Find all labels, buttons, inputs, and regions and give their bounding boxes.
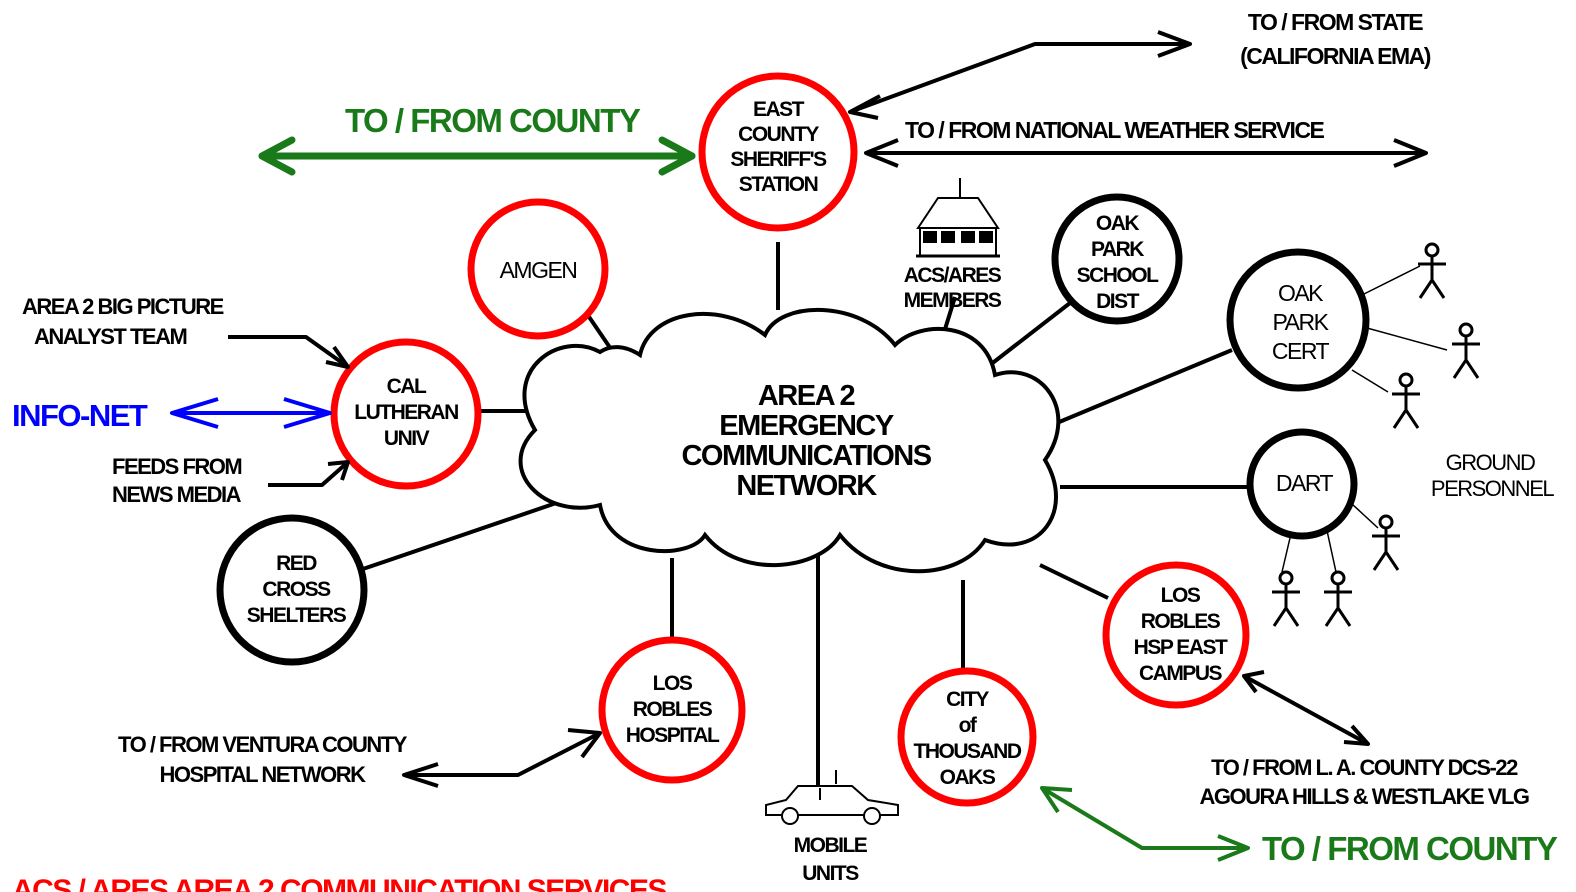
- node-label: STATION: [739, 173, 818, 196]
- node-label: DIST: [1096, 290, 1140, 313]
- network-title-line: COMMUNICATIONS: [681, 440, 931, 472]
- stick-figure-icon: [1418, 242, 1446, 299]
- node-label: SHELTERS: [247, 604, 347, 627]
- nws-arrow: [864, 138, 1428, 168]
- node-label: DART: [1276, 470, 1334, 496]
- node-city-thousand-oaks: CITY of THOUSAND OAKS: [897, 667, 1037, 807]
- county-label-bottom: TO / FROM COUNTY: [1262, 830, 1558, 867]
- news-media-label: NEWS MEDIA: [112, 482, 242, 507]
- node-label: CERT: [1272, 338, 1330, 364]
- ground-personnel-label: PERSONNEL: [1431, 476, 1554, 501]
- node-label: OAK: [1096, 212, 1140, 235]
- big-picture-label: AREA 2 BIG PICTURE: [22, 294, 224, 319]
- news-media-label: FEEDS FROM: [112, 454, 241, 479]
- node-red-cross: RED CROSS SHELTERS: [216, 514, 368, 666]
- node-label: HOSPITAL: [626, 724, 720, 747]
- county-arrow-bottom: [1040, 786, 1250, 862]
- stick-figure-icon: [1392, 372, 1420, 429]
- big-picture-label: ANALYST TEAM: [34, 324, 186, 349]
- network-title-line: EMERGENCY: [719, 410, 894, 442]
- node-label: AMGEN: [500, 257, 577, 283]
- info-net-arrow: [170, 397, 332, 429]
- ventura-arrow: [402, 728, 602, 788]
- node-label: THOUSAND: [914, 740, 1022, 763]
- car-icon: [765, 770, 899, 825]
- node-amgen: AMGEN: [467, 198, 609, 340]
- network-title-line: NETWORK: [736, 470, 877, 502]
- node-sheriff: EAST COUNTY SHERIFF'S STATION: [698, 72, 858, 232]
- node-dart: DART: [1246, 428, 1358, 540]
- node-los-robles: LOS ROBLES HOSPITAL: [598, 636, 746, 784]
- big-picture-arrow: [228, 335, 350, 369]
- nws-label: TO / FROM NATIONAL WEATHER SERVICE: [905, 117, 1325, 143]
- node-label: LOS: [1161, 584, 1201, 607]
- node-cal-lutheran: CAL LUTHERAN UNIV: [330, 338, 482, 490]
- la-county-arrow: [1242, 670, 1370, 746]
- state-label: TO / FROM STATE: [1248, 9, 1423, 35]
- node-label: OAK: [1278, 280, 1324, 306]
- node-label: UNIV: [384, 427, 430, 450]
- ventura-label: HOSPITAL NETWORK: [160, 762, 367, 787]
- node-label: ROBLES: [1141, 610, 1221, 633]
- network-title: AREA 2 EMERGENCY COMMUNICATIONS NETWORK: [681, 380, 933, 502]
- node-label: RED: [276, 552, 317, 575]
- node-oak-park-school: OAK PARK SCHOOL DIST: [1051, 193, 1183, 325]
- node-label: COUNTY: [738, 123, 819, 146]
- node-label: SHERIFF'S: [730, 148, 827, 171]
- ground-personnel-label: GROUND: [1446, 450, 1535, 475]
- node-oak-park-cert: OAK PARK CERT: [1226, 248, 1370, 392]
- stick-figure-icon: [1372, 514, 1400, 571]
- stick-figure-icon: [1272, 570, 1300, 627]
- node-los-robles-east: LOS ROBLES HSP EAST CAMPUS: [1102, 561, 1250, 709]
- stick-figure-icon: [1452, 322, 1480, 379]
- state-arrow: [848, 30, 1192, 120]
- mobile-units-label: MOBILE: [794, 834, 868, 857]
- node-label: of: [959, 714, 978, 737]
- mobile-units-label: UNITS: [802, 862, 859, 885]
- node-label: LOS: [653, 672, 693, 695]
- node-label: CAL: [387, 375, 427, 398]
- figure-connectors: [1281, 265, 1448, 573]
- news-media-arrow: [268, 460, 350, 487]
- house-icon: [916, 178, 1000, 258]
- node-label: SCHOOL: [1077, 264, 1160, 287]
- stick-figure-icon: [1324, 570, 1352, 627]
- acs-ares-label: ACS/ARES: [904, 264, 1002, 287]
- node-label: PARK: [1273, 309, 1330, 335]
- la-county-label: TO / FROM L. A. COUNTY DCS-22: [1211, 755, 1518, 780]
- page-title: ACS / ARES AREA 2 COMMUNICATION SERVICES: [12, 874, 666, 892]
- node-label: PARK: [1091, 238, 1144, 261]
- ventura-label: TO / FROM VENTURA COUNTY: [118, 732, 408, 757]
- node-label: HSP EAST: [1134, 636, 1228, 659]
- node-label: EAST: [753, 98, 805, 121]
- node-label: OAKS: [940, 766, 996, 789]
- node-label: CAMPUS: [1139, 662, 1222, 685]
- network-title-line: AREA 2: [758, 380, 855, 412]
- acs-ares-label: MEMBERS: [904, 289, 1002, 312]
- node-label: CITY: [946, 688, 989, 711]
- county-arrow-top: [258, 136, 696, 176]
- info-net-label: INFO-NET: [12, 398, 148, 433]
- county-label-top: TO / FROM COUNTY: [345, 102, 641, 139]
- node-label: CROSS: [262, 578, 331, 601]
- state-label: (CALIFORNIA EMA): [1240, 43, 1431, 69]
- node-label: ROBLES: [633, 698, 713, 721]
- network-cloud: [518, 308, 1061, 574]
- la-county-label: AGOURA HILLS & WESTLAKE VLG: [1199, 784, 1528, 809]
- node-label: LUTHERAN: [354, 401, 458, 424]
